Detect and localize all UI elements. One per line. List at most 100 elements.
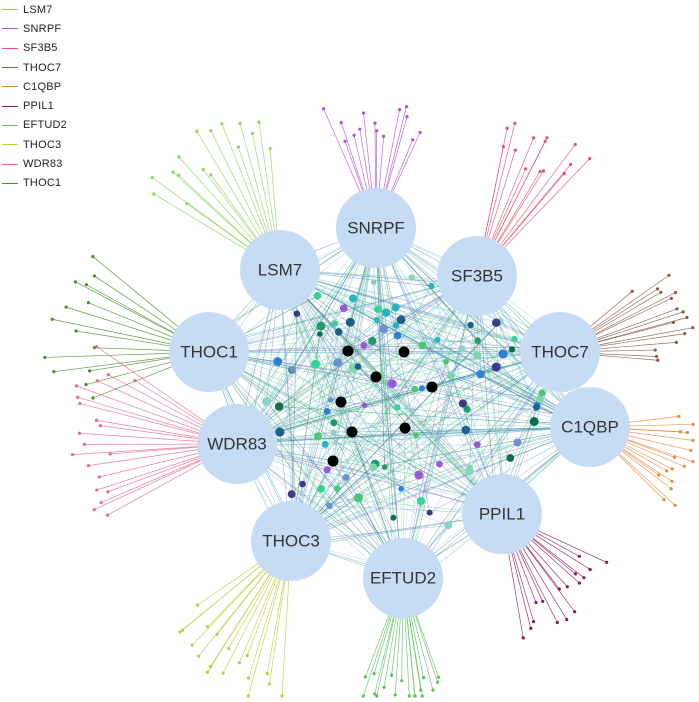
leaf-node	[84, 382, 88, 387]
leaf-node	[538, 169, 542, 174]
leaf-node	[265, 671, 269, 676]
core-edge	[236, 321, 501, 445]
leaf-node	[209, 173, 213, 177]
core-node	[529, 417, 539, 426]
leaf-node	[86, 301, 91, 305]
core-node	[466, 464, 473, 471]
leaf-node	[656, 358, 660, 362]
core-node	[327, 397, 334, 403]
leaf-node	[655, 287, 660, 291]
core-edge	[279, 269, 470, 472]
leaf-node	[389, 673, 394, 677]
core-node	[381, 464, 388, 470]
hub-edge	[208, 351, 509, 513]
hub-edge	[236, 351, 561, 446]
hub-edge	[375, 227, 503, 507]
legend-line-icon	[2, 105, 18, 107]
core-edge	[290, 321, 501, 542]
leaf-node	[669, 487, 673, 491]
leaf-node	[361, 111, 366, 115]
leaf-node	[531, 619, 536, 624]
leaf-node	[411, 138, 415, 142]
leaf-node	[398, 107, 402, 112]
core-edge	[277, 361, 503, 515]
legend-item: THOC7	[2, 58, 67, 77]
core-edge	[290, 404, 538, 542]
hub-edge	[404, 275, 478, 584]
hub-edge	[406, 275, 478, 583]
leaf-node	[99, 501, 103, 505]
hub-edge	[291, 227, 377, 541]
leaf-node	[245, 654, 249, 658]
leaf-node	[685, 315, 689, 320]
core-node	[428, 282, 435, 290]
black-node	[399, 422, 411, 434]
core-node	[330, 429, 337, 436]
core-node	[391, 303, 400, 312]
legend-line-icon	[2, 182, 18, 184]
hub-edge	[283, 426, 591, 533]
core-node	[361, 402, 368, 409]
core-edge	[279, 275, 478, 433]
leaf-node	[280, 694, 284, 698]
leaf-node	[190, 643, 194, 647]
hub-circle	[437, 236, 517, 316]
core-edge	[208, 351, 451, 377]
core-edge	[208, 351, 419, 476]
legend-line-icon	[2, 47, 18, 49]
hub-circle	[462, 474, 542, 554]
core-node	[313, 291, 322, 300]
hub-edge	[284, 426, 591, 545]
core-nodes	[262, 274, 546, 530]
core-node	[394, 404, 401, 411]
core-node	[368, 336, 377, 346]
leaf-node	[667, 273, 671, 277]
leaf-node	[352, 133, 356, 137]
legend-item: THOC3	[2, 135, 67, 154]
leaf-node	[630, 289, 634, 293]
core-node	[369, 463, 378, 471]
leaf-node	[678, 430, 682, 434]
leaf-node	[588, 157, 592, 161]
hub-edge	[408, 351, 561, 588]
leaf-node	[74, 329, 78, 333]
legend-label: THOC7	[23, 61, 62, 74]
hub-circle	[251, 501, 331, 581]
leaf-node	[671, 320, 676, 325]
core-edge	[353, 367, 591, 428]
leaf-node	[669, 296, 673, 300]
leaf-node	[94, 418, 99, 422]
core-edge	[317, 295, 561, 353]
legend-item: SNRPF	[2, 19, 67, 38]
leaf-node	[672, 455, 677, 459]
hub-label: PPIL1	[479, 505, 525, 524]
core-node	[334, 328, 343, 336]
leaf-node	[206, 625, 210, 629]
leaf-node	[555, 620, 559, 625]
leaf-node	[420, 694, 424, 698]
core-edge	[208, 351, 422, 502]
leaf-node	[573, 610, 577, 614]
leaf-node	[543, 139, 547, 143]
leaf-node	[74, 384, 78, 388]
leaf-node	[180, 628, 185, 632]
core-edge	[329, 275, 478, 506]
core-node	[393, 331, 402, 340]
leaf-node	[372, 672, 376, 676]
leaf-nodes	[43, 105, 695, 698]
hub-edge	[286, 227, 377, 545]
core-node	[314, 432, 322, 441]
legend-line-icon	[2, 86, 18, 88]
legend-item: SF3B5	[2, 39, 67, 58]
leaf-node	[250, 131, 255, 136]
core-edge	[208, 351, 430, 513]
core-edge	[279, 269, 540, 400]
core-node	[390, 514, 397, 521]
core-node	[467, 321, 474, 329]
leaf-node	[86, 464, 91, 468]
leaf-node	[268, 147, 272, 151]
hub-edge	[208, 351, 555, 354]
core-node	[274, 402, 284, 411]
leaf-node	[177, 155, 181, 159]
